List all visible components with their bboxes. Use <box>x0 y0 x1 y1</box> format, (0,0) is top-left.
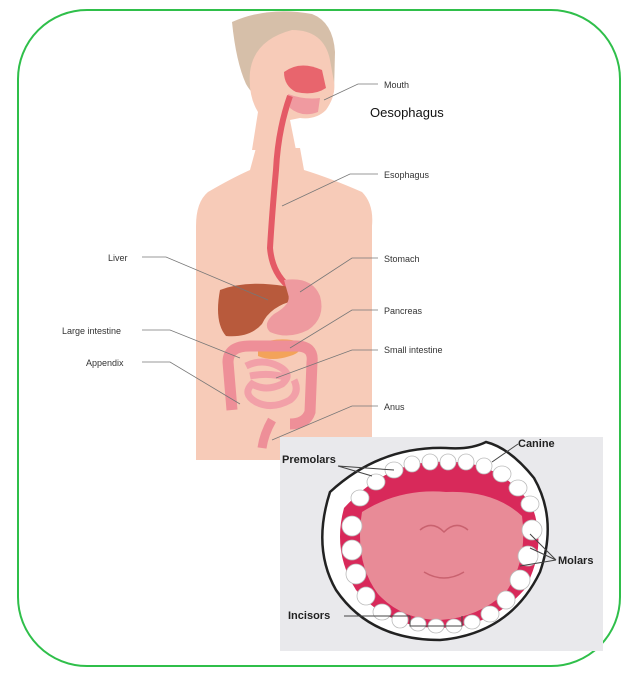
label-small-intestine: Small intestine <box>384 345 443 355</box>
label-anus: Anus <box>384 402 405 412</box>
label-stomach: Stomach <box>384 254 420 264</box>
body-silhouette <box>196 11 372 460</box>
label-molars: Molars <box>558 555 593 567</box>
label-mouth: Mouth <box>384 80 409 90</box>
label-appendix: Appendix <box>86 358 124 368</box>
teeth-inset: Premolars Canine Molars Incisors <box>280 437 603 651</box>
label-oesophagus: Oesophagus <box>370 105 444 120</box>
label-large-intestine: Large intestine <box>62 326 121 336</box>
label-pancreas: Pancreas <box>384 306 423 316</box>
label-incisors: Incisors <box>288 610 330 622</box>
label-premolars: Premolars <box>282 454 336 466</box>
label-esophagus: Esophagus <box>384 170 430 180</box>
label-liver: Liver <box>108 253 128 263</box>
label-canine: Canine <box>518 438 555 450</box>
